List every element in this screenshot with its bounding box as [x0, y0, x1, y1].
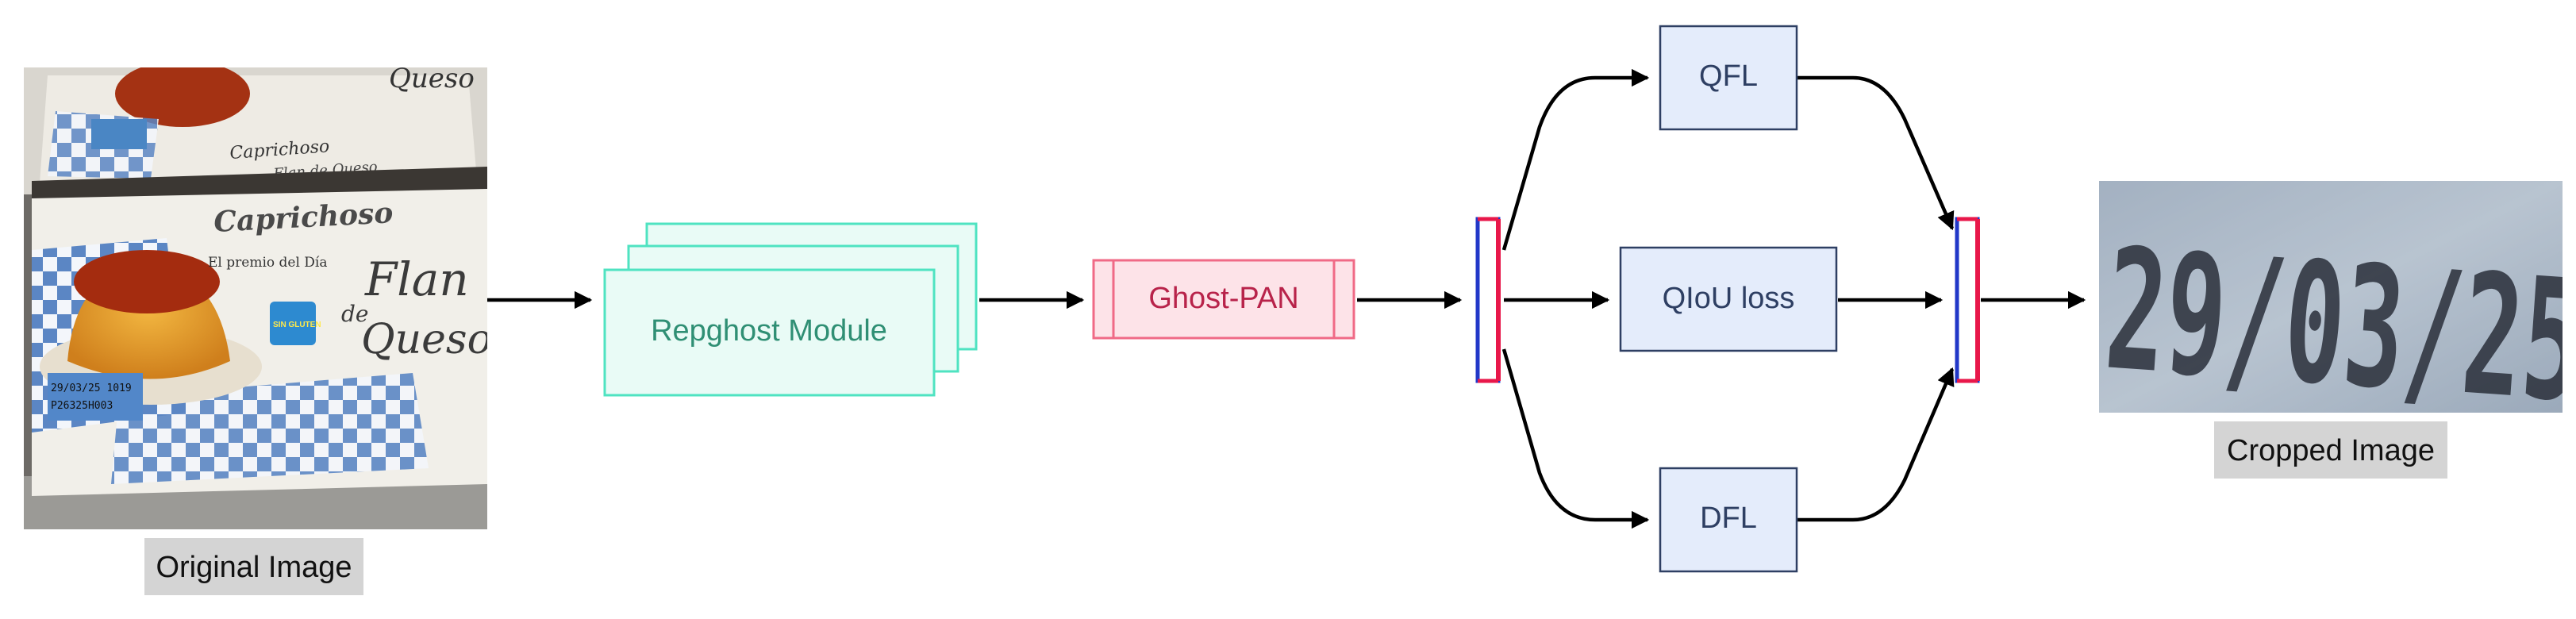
repghost-label: Repghost Module	[651, 314, 887, 348]
dfl-label: DFL	[1700, 502, 1757, 535]
arrow-split-to-dfl	[1501, 348, 1650, 529]
original-image-caption: Original Image	[144, 538, 363, 595]
cropped-image-label: Cropped Image	[2227, 434, 2435, 467]
badge-text: SIN GLUTEN	[273, 321, 321, 329]
concat-split-node	[1475, 217, 1501, 383]
arrow-qfl-to-merge	[1797, 75, 1955, 231]
cropped-date-text: 29/03/25	[2101, 212, 2576, 439]
qfl-box: QFL	[1659, 25, 1798, 131]
tagline-text: El premio del Día	[208, 255, 328, 271]
repghost-stack-front	[603, 268, 936, 397]
cropped-image-caption: Cropped Image	[2214, 421, 2447, 479]
qfl-label: QFL	[1699, 60, 1758, 93]
connection-arrows	[487, 68, 2086, 529]
arrow-split-to-qfl	[1501, 68, 1650, 251]
qiou-loss-box: QIoU loss	[1619, 246, 1838, 352]
qiou-loss-label: QIoU loss	[1663, 282, 1795, 315]
ghost-pan-module: Ghost-PAN	[1092, 259, 1355, 340]
original-image-label: Original Image	[156, 551, 352, 584]
product-queso-text: Queso	[361, 316, 492, 363]
original-image: Caprichoso Flan de Queso Queso 29/03/25 …	[24, 63, 492, 529]
concat-merge-node	[1955, 217, 1980, 383]
product-de-text: de	[341, 301, 369, 327]
cropped-image: 29/03/25	[2099, 181, 2576, 439]
product-flan-text: Flan	[364, 252, 469, 306]
repghost-module: Repghost Module	[603, 222, 978, 397]
dfl-box: DFL	[1659, 467, 1798, 573]
label-date-text: 29/03/25 1019	[51, 383, 132, 394]
ghost-pan-label: Ghost-PAN	[1148, 282, 1298, 315]
label-code-text: P26325H003	[51, 400, 113, 412]
arrow-dfl-to-merge	[1797, 367, 1955, 522]
top-queso-text: Queso	[389, 63, 475, 94]
